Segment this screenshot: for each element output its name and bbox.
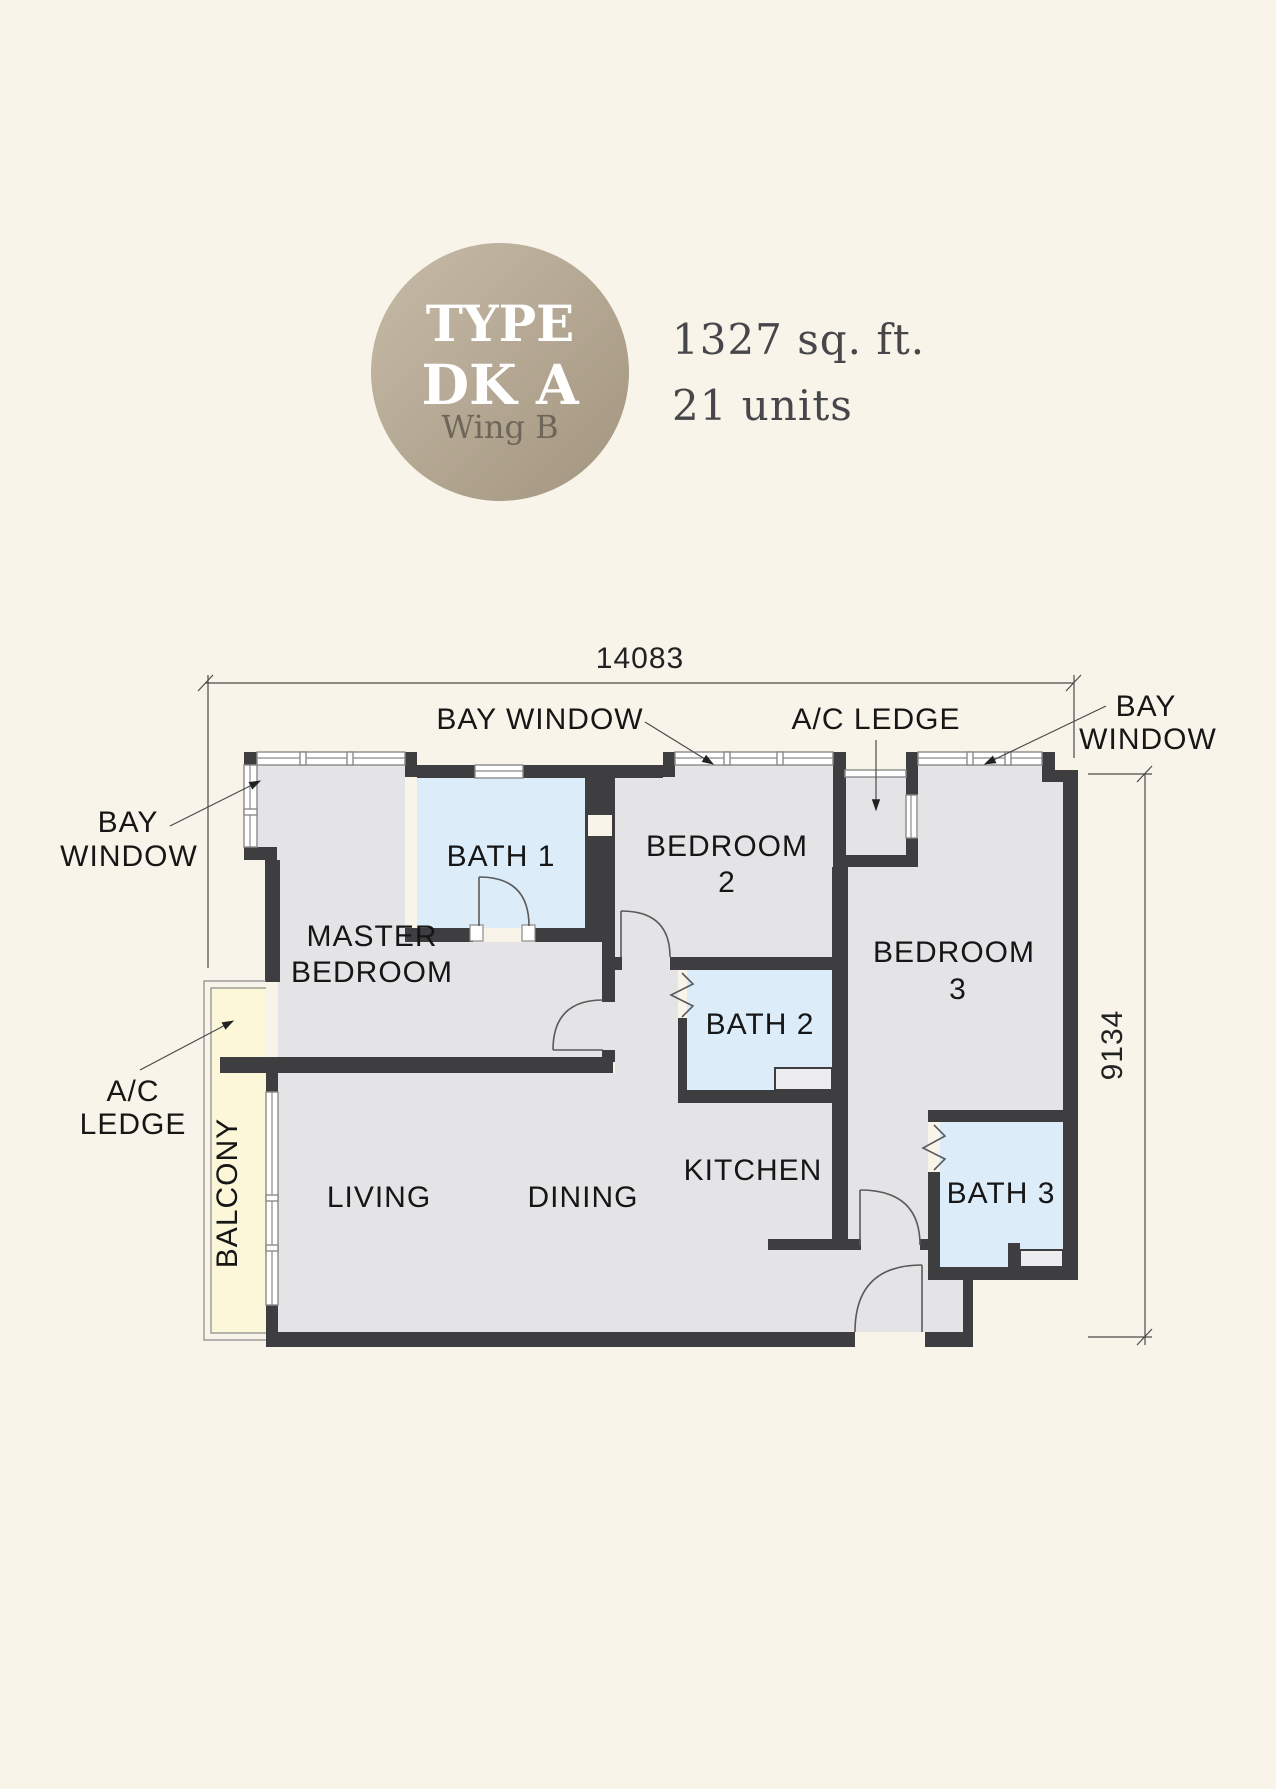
master-bedroom-label-1: MASTER [306,920,437,953]
shaft-notch-bath3 [1019,1249,1064,1268]
bay-window-right-label-1: BAY [1116,690,1177,723]
bifold-door-bath3 [921,1124,947,1171]
height-dimension-label: 9134 [1096,1010,1129,1081]
balcony-railing [203,980,266,1341]
sliding-door-balcony [265,1091,279,1306]
dimension-height: 9134 [1088,765,1153,1346]
bifold-door-bath2 [669,972,695,1018]
bedroom3-label-2: 3 [949,973,967,1006]
units-value: 21 units [672,381,853,430]
shaft-notch-bath1 [588,815,612,836]
room-bath1-floor [417,777,585,928]
bay-window-bedroom2 [674,751,834,766]
bedroom3-label-1: BEDROOM [873,936,1035,969]
badge-type-label: TYPE [426,294,575,353]
bay-window-left-label-1: BAY [98,806,159,839]
bath1-label: BATH 1 [447,840,556,873]
room-bedroom3-floor [848,765,1063,1110]
width-dimension-label: 14083 [596,642,684,675]
badge-code-label: DK A [421,352,580,417]
dining-label: DINING [528,1181,639,1214]
bay-window-master-left [243,764,258,848]
balcony-label: BALCONY [211,1118,244,1268]
windows [203,751,1043,1341]
window-ac-ledge-side [905,794,918,839]
door-bedroom2 [620,910,671,958]
annotation-ac-ledge-left: A/C LEDGE [80,1020,235,1141]
living-label: LIVING [327,1181,431,1214]
area-value: 1327 sq. ft. [672,315,925,364]
annotation-bay-window-left: BAY WINDOW [60,780,262,873]
door-main-entrance [854,1264,923,1333]
dimension-width: 14083 [197,642,1082,968]
room-master-bedroom-floor [257,765,615,1057]
bay-window-right-label-2: WINDOW [1079,723,1217,756]
room-bath3-floor [940,1122,1063,1267]
window-bath1 [474,764,524,779]
kitchen-label: KITCHEN [684,1154,823,1187]
badge-circle [371,243,629,501]
annotation-ac-ledge-top: A/C LEDGE [791,703,960,812]
bay-window-left-label-2: WINDOW [60,840,198,873]
door-bath1 [469,876,536,942]
living-dining-kitchen-floor [278,1073,928,1332]
ac-ledge-left-label-2: LEDGE [80,1108,187,1141]
room-bedroom2-floor [615,765,833,957]
annotation-bay-window-top: BAY WINDOW [436,703,715,765]
bath3-label: BATH 3 [947,1177,1056,1210]
bay-window-right-arrow [983,705,1107,765]
bay-window-top-label: BAY WINDOW [436,703,643,736]
room-labels: MASTER BEDROOM BATH 1 BEDROOM 2 BATH 2 B… [211,830,1056,1268]
bedroom2-label-2: 2 [718,866,736,899]
bath2-label: BATH 2 [706,1008,815,1041]
balcony-floor [211,987,266,1333]
area-stats: 1327 sq. ft. 21 units [672,315,925,430]
bay-window-master-top [256,751,406,766]
master-bedroom-label-2: BEDROOM [291,956,453,989]
unit-badge: TYPE DK A Wing B [371,243,629,501]
ac-ledge-left-label-1: A/C [106,1075,159,1108]
door-corridor-bedroom3 [859,1189,921,1246]
bay-window-left-arrow [169,780,262,827]
walls [220,752,1078,1347]
annotation-bay-window-right: BAY WINDOW [983,690,1217,765]
bedroom2-label-1: BEDROOM [646,830,808,863]
ac-ledge-left-arrow [139,1020,235,1071]
ac-ledge-top-label: A/C LEDGE [791,703,960,736]
door-master-bedroom [552,999,604,1051]
doors [469,876,947,1333]
badge-wing-label: Wing B [441,408,558,446]
shaft-notch-bath2 [774,1067,833,1091]
bay-window-top-arrow [644,721,715,765]
bay-window-bedroom3 [917,751,1043,766]
